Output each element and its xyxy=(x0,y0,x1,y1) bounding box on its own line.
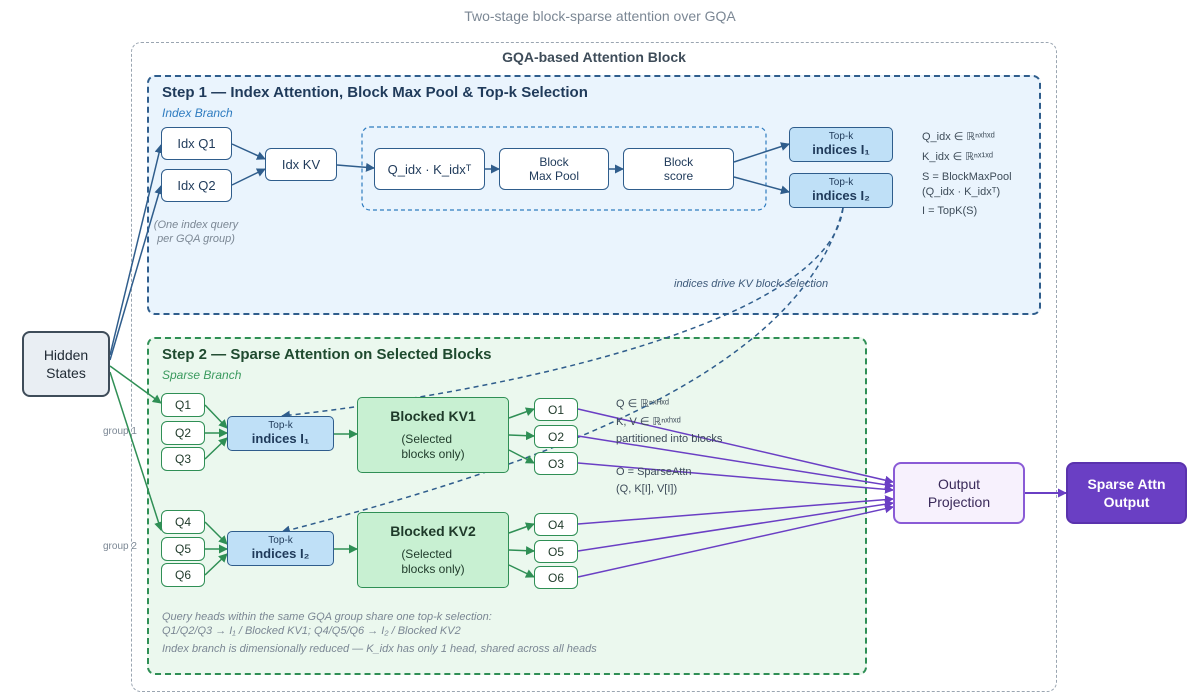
sparse-topk-i1: Top-k indices I₁ xyxy=(227,416,334,451)
index-formula-s: S = BlockMaxPool (Q_idx · K_idxᵀ) xyxy=(922,171,1012,198)
block-score-node: Block score xyxy=(623,148,734,190)
output-projection-node: Output Projection xyxy=(893,462,1025,524)
gqa-block-title: GQA-based Attention Block xyxy=(502,49,686,65)
kv-title: Blocked KV2 xyxy=(390,523,476,539)
group1-label: group 1 xyxy=(103,426,137,437)
step1-title: Step 1 — Index Attention, Block Max Pool… xyxy=(162,84,588,101)
step2-panel xyxy=(147,337,867,675)
topk-small-label: Top-k xyxy=(268,420,293,431)
query-q1: Q1 xyxy=(161,393,205,417)
output-o3: O3 xyxy=(534,452,578,475)
topk-small-label: Top-k xyxy=(268,535,293,546)
topk-small-label: Top-k xyxy=(828,177,854,188)
blocked-kv1-node: Blocked KV1 (Selected blocks only) xyxy=(357,397,509,473)
query-q4: Q4 xyxy=(161,510,205,534)
query-q2: Q2 xyxy=(161,421,205,445)
dimension-note: Index branch is dimensionally reduced — … xyxy=(162,643,597,655)
output-o6: O6 xyxy=(534,566,578,589)
topk-small-label: Top-k xyxy=(828,131,854,142)
sparse-formula-output: O = SparseAttn (Q, K[I], V[I]) xyxy=(616,466,692,495)
kv-description: (Selected blocks only) xyxy=(401,432,465,461)
step2-subtitle: Sparse Branch xyxy=(162,368,242,382)
diagram-subtitle: Two-stage block-sparse attention over GQ… xyxy=(464,8,736,24)
index-formula-k: K_idx ∈ ℝⁿˣ¹ˣᵈ xyxy=(922,151,993,163)
blocked-kv2-node: Blocked KV2 (Selected blocks only) xyxy=(357,512,509,588)
output-o4: O4 xyxy=(534,513,578,536)
query-q6: Q6 xyxy=(161,563,205,587)
topk-indices-label: indices I₂ xyxy=(812,188,870,203)
group2-label: group 2 xyxy=(103,541,137,552)
group-mapping-note: Q1/Q2/Q3 → I₁ / Blocked KV1; Q4/Q5/Q6 → … xyxy=(162,625,461,637)
hidden-states-node: Hidden States xyxy=(22,331,110,397)
output-o5: O5 xyxy=(534,540,578,563)
topk-indices-label: indices I₂ xyxy=(251,546,310,561)
kv-title: Blocked KV1 xyxy=(390,408,476,424)
topk-indices-label: indices I₁ xyxy=(812,142,870,157)
sparse-formula-partition: partitioned into blocks xyxy=(616,433,723,445)
sparse-topk-i2: Top-k indices I₂ xyxy=(227,531,334,566)
query-q3: Q3 xyxy=(161,447,205,471)
idx-q2-node: Idx Q2 xyxy=(161,169,232,202)
step2-title: Step 2 — Sparse Attention on Selected Bl… xyxy=(162,346,492,363)
index-topk-i2: Top-k indices I₂ xyxy=(789,173,893,208)
step1-subtitle: Index Branch xyxy=(162,106,233,120)
idx-kv-node: Idx KV xyxy=(265,148,337,181)
index-formula-q: Q_idx ∈ ℝⁿˣʰˣᵈ xyxy=(922,131,995,143)
index-query-note: (One index query per GQA group) xyxy=(153,219,239,245)
link-label: indices drive KV block selection xyxy=(674,278,829,290)
output-o1: O1 xyxy=(534,398,578,421)
kv-description: (Selected blocks only) xyxy=(401,547,465,576)
index-formula-i: I = TopK(S) xyxy=(922,205,978,217)
block-max-pool-node: Block Max Pool xyxy=(499,148,609,190)
idx-q1-node: Idx Q1 xyxy=(161,127,232,160)
qk-product-node: Q_idx · K_idxᵀ xyxy=(374,148,485,190)
sparse-formula-q: Q ∈ ℝⁿˣᴴˣᵈ xyxy=(616,398,670,410)
sparse-attn-output-node: Sparse Attn Output xyxy=(1066,462,1187,524)
query-q5: Q5 xyxy=(161,537,205,561)
topk-indices-label: indices I₁ xyxy=(251,431,310,446)
output-o2: O2 xyxy=(534,425,578,448)
sparse-formula-kv: K, V ∈ ℝⁿˣʰˣᵈ xyxy=(616,416,681,428)
group-sharing-note: Query heads within the same GQA group sh… xyxy=(162,611,492,623)
index-topk-i1: Top-k indices I₁ xyxy=(789,127,893,162)
